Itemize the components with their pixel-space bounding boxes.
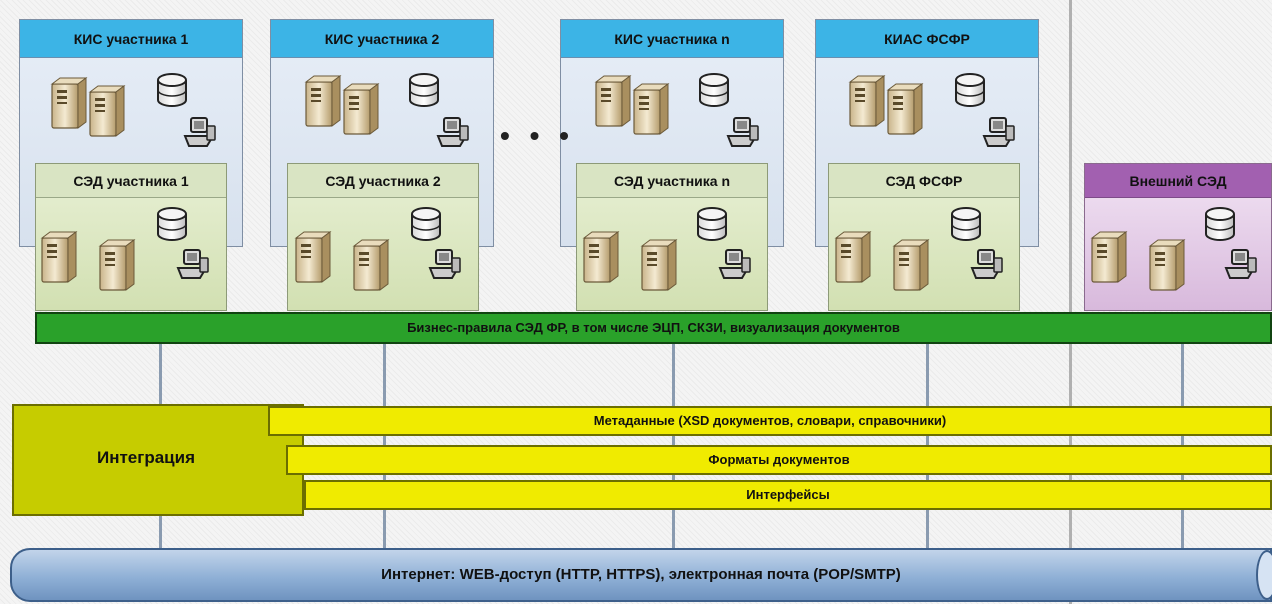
workstation-icon	[429, 249, 461, 279]
server-icon	[89, 85, 125, 137]
kis-icons-n	[595, 73, 759, 147]
workstation-icon	[437, 117, 469, 147]
kias-icons	[849, 73, 1015, 147]
formats-layer: Форматы документов	[286, 445, 1272, 475]
kis-block-label: КИС участника 1	[20, 20, 242, 58]
server-icon	[849, 75, 885, 127]
database-icon	[157, 207, 187, 241]
server-icon	[51, 77, 87, 129]
workstation-icon	[177, 249, 209, 279]
separator-line	[1069, 0, 1072, 604]
sed-block-label: СЭД участника 1	[36, 164, 226, 198]
kis-icons-2	[305, 73, 469, 147]
workstation-icon	[727, 117, 759, 147]
sed-block-label: СЭД участника 2	[288, 164, 478, 198]
server-icon	[887, 83, 923, 135]
database-icon	[409, 73, 439, 107]
database-icon	[1205, 207, 1235, 241]
server-icon	[641, 239, 677, 291]
database-icon	[697, 207, 727, 241]
server-icon	[633, 83, 669, 135]
sed-icons-n	[583, 207, 751, 291]
metadata-layer: Метаданные (XSD документов, словари, спр…	[268, 406, 1272, 436]
server-icon	[835, 231, 871, 283]
kis-block-label: КИС участника 2	[271, 20, 493, 58]
server-icon	[893, 239, 929, 291]
workstation-icon	[1225, 249, 1257, 279]
sed-block-label: СЭД участника n	[577, 164, 767, 198]
integration-label: Интеграция	[96, 448, 195, 467]
database-icon	[951, 207, 981, 241]
server-icon	[343, 83, 379, 135]
external-sed-label: Внешний СЭД	[1085, 164, 1271, 198]
pipe-end	[1256, 550, 1272, 600]
external-sed-icons	[1091, 207, 1257, 291]
workstation-icon	[719, 249, 751, 279]
server-icon	[595, 75, 631, 127]
server-icon	[99, 239, 135, 291]
interfaces-layer: Интерфейсы	[304, 480, 1272, 510]
kis-block-1: КИС участника 1	[19, 19, 243, 247]
database-icon	[157, 73, 187, 107]
workstation-icon	[983, 117, 1015, 147]
sed-fsfr-icons	[835, 207, 1003, 291]
database-icon	[699, 73, 729, 107]
server-icon	[295, 231, 331, 283]
server-icon	[1091, 231, 1127, 283]
server-icon	[583, 231, 619, 283]
business-rules-bar: Бизнес-правила СЭД ФР, в том числе ЭЦП, …	[35, 312, 1272, 344]
sed-icons-2	[295, 207, 461, 291]
sed-block-label: СЭД ФСФР	[829, 164, 1019, 198]
kis-block-label: КИС участника n	[561, 20, 783, 58]
sed-icons-1	[41, 207, 209, 291]
internet-pipe: Интернет: WEB-доступ (HTTP, HTTPS), элек…	[10, 548, 1272, 602]
server-icon	[1149, 239, 1185, 291]
workstation-icon	[184, 117, 216, 147]
kis-icons-1	[51, 73, 216, 147]
server-icon	[353, 239, 389, 291]
database-icon	[411, 207, 441, 241]
integration-block	[12, 404, 304, 516]
database-icon	[955, 73, 985, 107]
workstation-icon	[971, 249, 1003, 279]
server-icon	[41, 231, 77, 283]
kis-block-label: КИАС ФСФР	[816, 20, 1038, 58]
ellipsis: • • •	[500, 120, 575, 151]
server-icon	[305, 75, 341, 127]
